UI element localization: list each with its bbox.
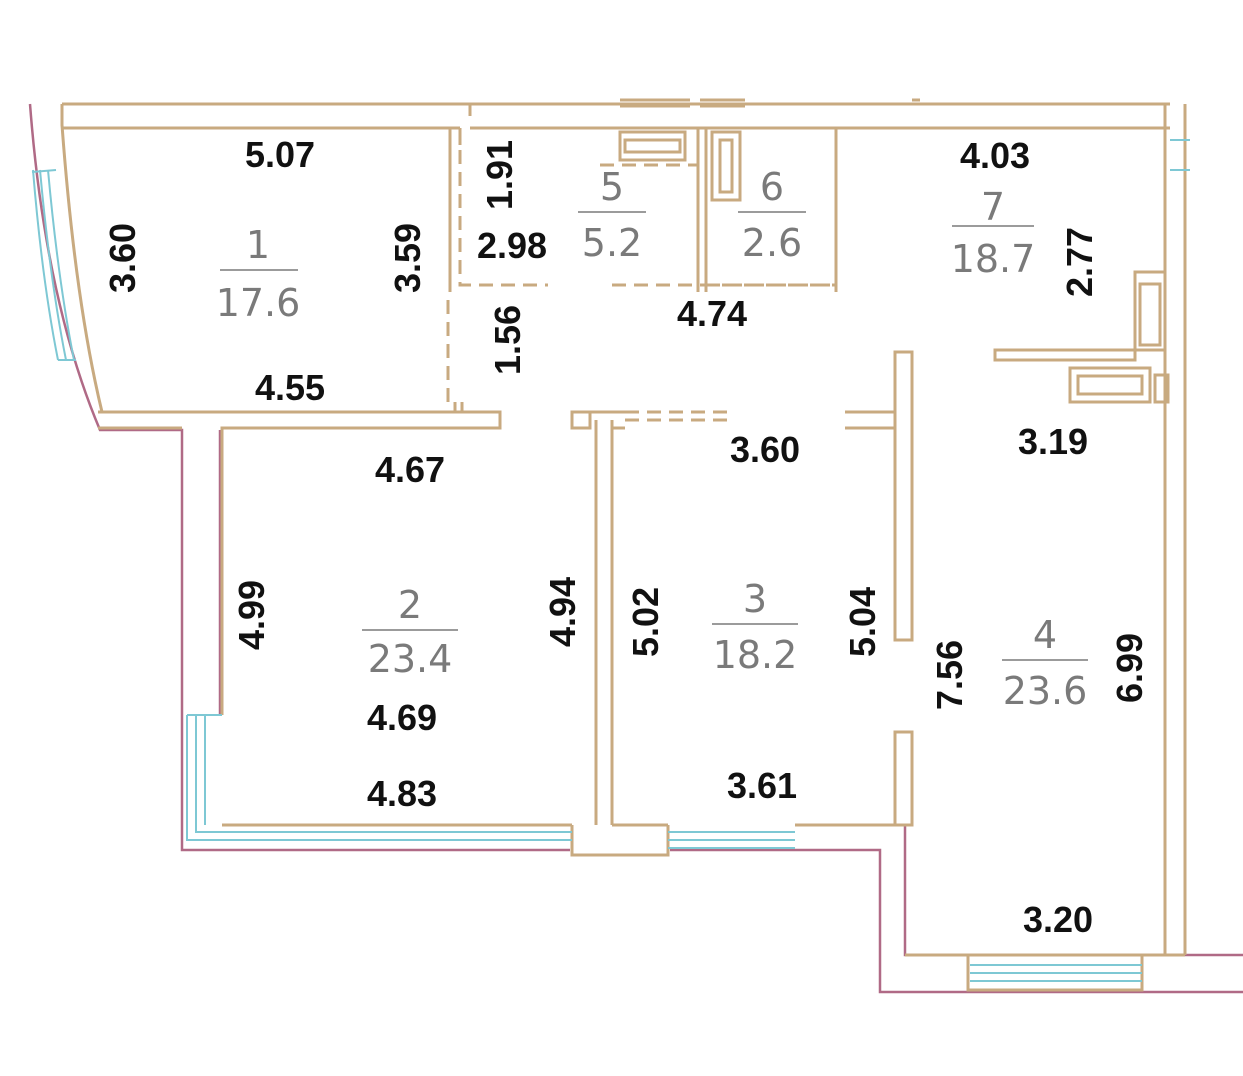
room-area: 5.2 (582, 221, 642, 265)
room-area: 23.4 (368, 637, 453, 681)
windows (31, 139, 1190, 982)
room-label-7: 7 18.7 (951, 185, 1036, 281)
room-area: 23.6 (1003, 669, 1088, 713)
room-number: 7 (981, 185, 1005, 229)
dimension-label: 4.94 (542, 577, 583, 647)
dimension-label: 5.04 (842, 587, 883, 657)
dimension-label: 2.98 (477, 225, 547, 266)
room-area: 18.2 (713, 633, 798, 677)
dashed-partitions (446, 128, 838, 422)
dimension-label: 4.03 (960, 135, 1030, 176)
room-label-3: 3 18.2 (712, 577, 798, 677)
dimension-label: 3.61 (727, 765, 797, 806)
dimension-label: 3.20 (1023, 899, 1093, 940)
dimension-label: 3.60 (102, 223, 143, 293)
dimension-label: 1.56 (487, 305, 528, 375)
room-number: 2 (398, 583, 422, 627)
dimension-label: 6.99 (1109, 633, 1150, 703)
dimension-label: 4.67 (375, 449, 445, 490)
dimension-label: 1.91 (479, 140, 520, 210)
dimension-label: 5.07 (245, 134, 315, 175)
room-area: 2.6 (742, 221, 802, 265)
dimension-label: 5.02 (625, 587, 666, 657)
dimension-label: 7.56 (929, 640, 970, 710)
room-label-6: 6 2.6 (738, 165, 806, 265)
room-number: 5 (600, 165, 624, 209)
dimension-label: 4.83 (367, 773, 437, 814)
room-number: 3 (743, 577, 767, 621)
dimension-label: 4.69 (367, 697, 437, 738)
room-number: 6 (760, 165, 784, 209)
room-area: 18.7 (951, 237, 1036, 281)
room-label-2: 2 23.4 (362, 583, 458, 681)
dimension-label: 2.77 (1059, 227, 1100, 297)
dimension-labels: 5.07 3.60 3.59 4.55 1.91 2.98 1.56 4.74 … (102, 134, 1150, 940)
dimension-label: 3.59 (387, 223, 428, 293)
dimension-label: 4.99 (231, 580, 272, 650)
dimension-label: 4.55 (255, 367, 325, 408)
room-label-1: 1 17.6 (216, 223, 301, 325)
room-number: 1 (246, 223, 270, 267)
dimension-label: 3.60 (730, 429, 800, 470)
room-label-5: 5 5.2 (578, 165, 646, 265)
dimension-label: 3.19 (1018, 421, 1088, 462)
room-number: 4 (1033, 613, 1057, 657)
dimension-label: 4.74 (677, 293, 747, 334)
room-label-4: 4 23.6 (1002, 613, 1088, 713)
room-area: 17.6 (216, 281, 301, 325)
